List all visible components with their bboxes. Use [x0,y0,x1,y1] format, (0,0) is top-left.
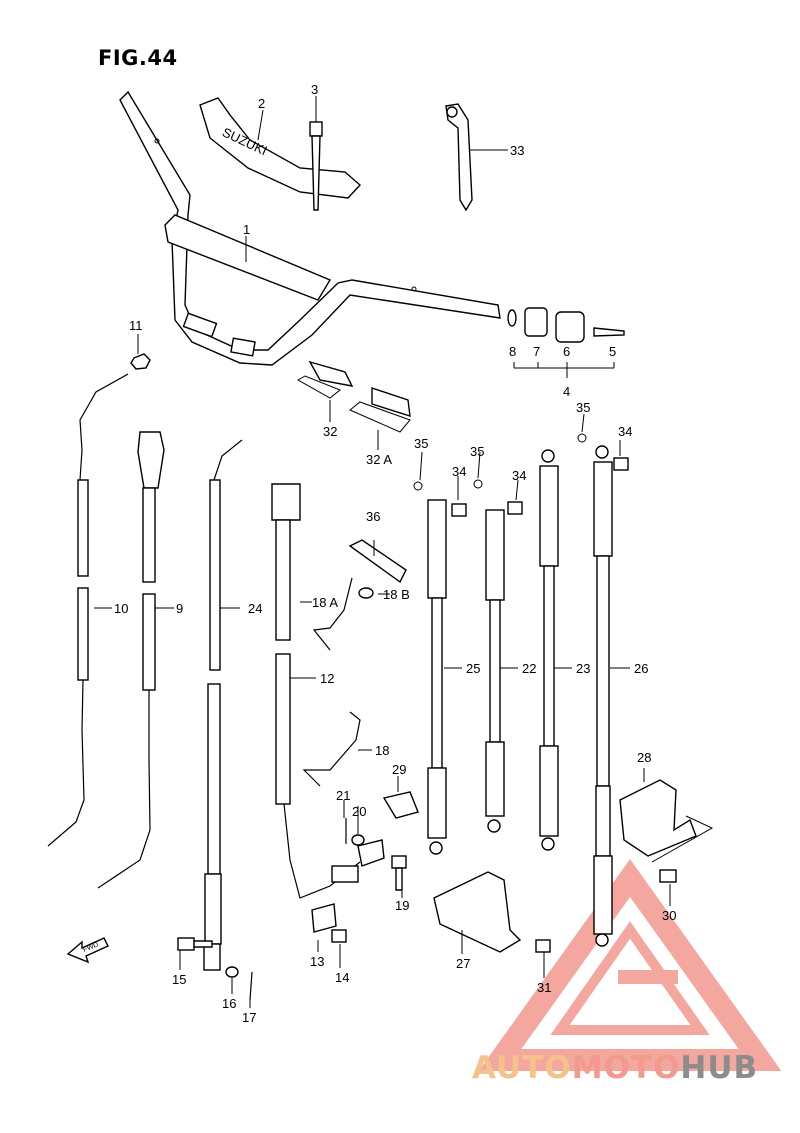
callout-9: 9 [176,601,183,616]
callout-1: 1 [243,222,250,237]
part-bracket-28 [619,779,714,863]
callout-26: 26 [634,661,648,676]
part-bolt-31 [535,939,551,953]
callout-36: 36 [366,509,380,524]
callout-18: 18 [375,743,389,758]
figure-title: FIG.44 [98,46,178,70]
part-handlebar-cover: SUZUKI [199,97,362,199]
part-clamp-29 [382,791,419,819]
part-guide-18 [302,711,361,787]
part-bolt-30 [659,869,677,883]
callout-5: 5 [609,344,616,359]
callout-labels: 1 2 3 4 5 6 7 8 9 10 11 12 13 14 15 16 1… [114,82,676,1025]
part-cable-22 [485,509,505,833]
part-cable-tie [309,121,323,211]
fwd-arrow-icon: FWD [66,937,109,964]
part-bolt-15 [177,937,213,951]
part-clip-35-a [413,481,423,491]
watermark-text-hub: HUB [680,1050,759,1086]
callout-10: 10 [114,601,128,616]
part-pin-17 [249,971,253,1001]
callout-18b: 18 B [383,587,410,602]
callout-23: 23 [576,661,590,676]
part-cable-12 [271,483,361,899]
callout-34-c: 34 [618,424,632,439]
callout-17: 17 [242,1010,256,1025]
part-nut [130,353,151,370]
part-clip-35-c [577,433,587,443]
watermark-logo-icon [478,859,782,1071]
part-cable-9 [97,431,165,889]
callout-34-b: 34 [512,468,526,483]
callout-13: 13 [310,954,324,969]
part-bolt-19 [391,855,407,891]
part-washer-16 [225,966,239,978]
watermark-text-moto: MOTO [571,1050,681,1086]
part-clip-35-b [473,479,483,489]
callout-35-b: 35 [470,444,484,459]
callout-11: 11 [129,318,143,333]
part-cable-10 [47,373,129,847]
part-bracket-32 [296,360,354,399]
part-handlebar [119,90,501,366]
callout-24: 24 [248,601,262,616]
callout-30: 30 [662,908,676,923]
part-plate-13 [311,903,337,933]
watermark-text-auto: AUTO [472,1050,572,1086]
callout-22: 22 [522,661,536,676]
callout-35-a: 35 [414,436,428,451]
callout-18a: 18 A [312,595,338,610]
callout-15: 15 [172,972,186,987]
callout-12: 12 [320,671,334,686]
part-cable-26 [593,445,613,947]
part-cable-25 [427,499,447,855]
part-bracket-27 [433,871,522,953]
watermark-text: AUTOMOTOHUB [472,1050,758,1086]
part-clamp-36 [348,539,407,584]
part-bolt-34-c [613,457,629,471]
part-bracket-32a [349,387,411,433]
callout-25: 25 [466,661,480,676]
callout-6: 6 [563,344,570,359]
callout-31: 31 [537,980,551,995]
callout-20: 20 [352,804,366,819]
part-guide-18a [312,577,353,651]
callout-34-a: 34 [452,464,466,479]
leader-lines [94,96,671,1008]
part-cable-24 [203,439,243,971]
part-clevis-12-end [331,839,385,883]
part-washer-18b [358,587,374,599]
part-cable-23 [539,449,559,851]
part-balancer-set [507,307,625,378]
callout-7: 7 [533,344,540,359]
callout-29: 29 [392,762,406,777]
part-bolt-34-a [451,503,467,517]
callout-32a: 32 A [366,452,392,467]
callout-16: 16 [222,996,236,1011]
callout-2: 2 [258,96,265,111]
part-washer-20 [351,834,365,846]
callout-28: 28 [637,750,651,765]
part-tool-wrench [445,103,473,212]
callout-3: 3 [311,82,318,97]
callout-35-c: 35 [576,400,590,415]
callout-4: 4 [563,384,570,399]
callout-21: 21 [336,788,350,803]
callout-19: 19 [395,898,409,913]
part-bolt-14 [331,929,347,943]
callout-32: 32 [323,424,337,439]
callout-33: 33 [510,143,524,158]
callout-14: 14 [335,970,349,985]
callout-8: 8 [509,344,516,359]
part-bolt-34-b [507,501,523,515]
callout-27: 27 [456,956,470,971]
